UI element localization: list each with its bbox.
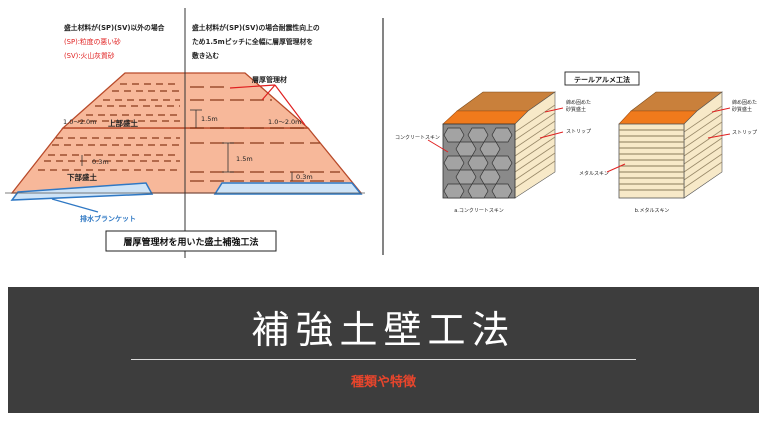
label-concrete-skin: コンクリートスキン <box>395 135 440 141</box>
block-a-hex-panels <box>443 127 513 199</box>
label-height-left: 1.0～2.0m <box>63 118 97 126</box>
label-lower-fill: 下部盛土 <box>67 172 97 182</box>
note-left-sp: (SP):粒度の悪い砂 <box>64 37 121 46</box>
note-right-line1: 盛土材料が(SP)(SV)の場合耐震性向上の <box>192 23 320 32</box>
drain-arrow <box>51 198 99 213</box>
title-banner: 補強土壁工法 種類や特徴 <box>8 287 759 413</box>
banner-subtitle: 種類や特徴 <box>350 375 416 390</box>
label-strip-b: ストリップ <box>732 130 757 136</box>
label-spacing-right: 0.3m <box>296 173 313 181</box>
caption-box <box>105 230 277 252</box>
label-fill-b-line2: 砂質盛土 <box>732 106 752 113</box>
layer-material-arrows <box>229 84 306 126</box>
label-height-right: 1.0～2.0m <box>268 118 302 126</box>
block-a-orange-band <box>442 110 529 125</box>
dimension-marks <box>81 109 293 181</box>
label-pitch-upper: 1.5m <box>201 115 218 123</box>
drain-blanket-right <box>213 182 363 195</box>
right-title: テールアルメ工法 <box>574 75 630 84</box>
note-left-line1: 盛土材料が(SP)(SV)以外の場合 <box>64 23 165 32</box>
block-b-metal-face <box>618 123 685 199</box>
block-b-arrows <box>606 107 731 173</box>
layer-dashes-right <box>190 86 348 182</box>
label-spacing-left: 0.3m <box>92 158 109 166</box>
label-strip-a: ストリップ <box>566 129 591 135</box>
label-pitch-lower: 1.5m <box>236 155 253 163</box>
label-layer-material: 層厚管理材 <box>252 75 287 84</box>
note-right-line3: 敷き込む <box>191 51 219 60</box>
label-drain-blanket: 排水ブランケット <box>80 214 136 223</box>
diagram-area: 盛土材料が(SP)(SV)以外の場合 (SP):粒度の悪い砂 (SV):火山灰質… <box>5 8 757 258</box>
block-b-metal-lines <box>619 129 684 191</box>
label-metal-skin: メタルスキン <box>579 170 609 177</box>
caption-a: a.コンクリートスキン <box>454 208 504 214</box>
note-right-line2: ため1.5mピッチに全幅に層厚管理材を <box>192 37 313 46</box>
caption-b: b.メタルスキン <box>635 207 670 214</box>
block-a-arrows <box>427 107 564 153</box>
label-fill-a-line2: 砂質盛土 <box>566 106 586 113</box>
label-fill-a-line1: 締め固めた <box>566 99 591 106</box>
left-caption: 層厚管理材を用いた盛土補強工法 <box>123 236 258 248</box>
right-title-box <box>564 71 640 86</box>
block-b-orange-band <box>618 110 698 125</box>
label-fill-b-line1: 締め固めた <box>732 99 757 106</box>
label-upper-fill: 上部盛土 <box>108 118 138 128</box>
block-a-strips <box>514 104 556 189</box>
drain-blanket-left <box>10 182 154 201</box>
banner-title: 補強土壁工法 <box>251 308 516 352</box>
block-b-strips <box>683 105 723 189</box>
layer-dashes-left <box>38 83 180 171</box>
banner-divider <box>131 359 636 360</box>
note-left-sv: (SV):火山灰質砂 <box>64 51 115 60</box>
